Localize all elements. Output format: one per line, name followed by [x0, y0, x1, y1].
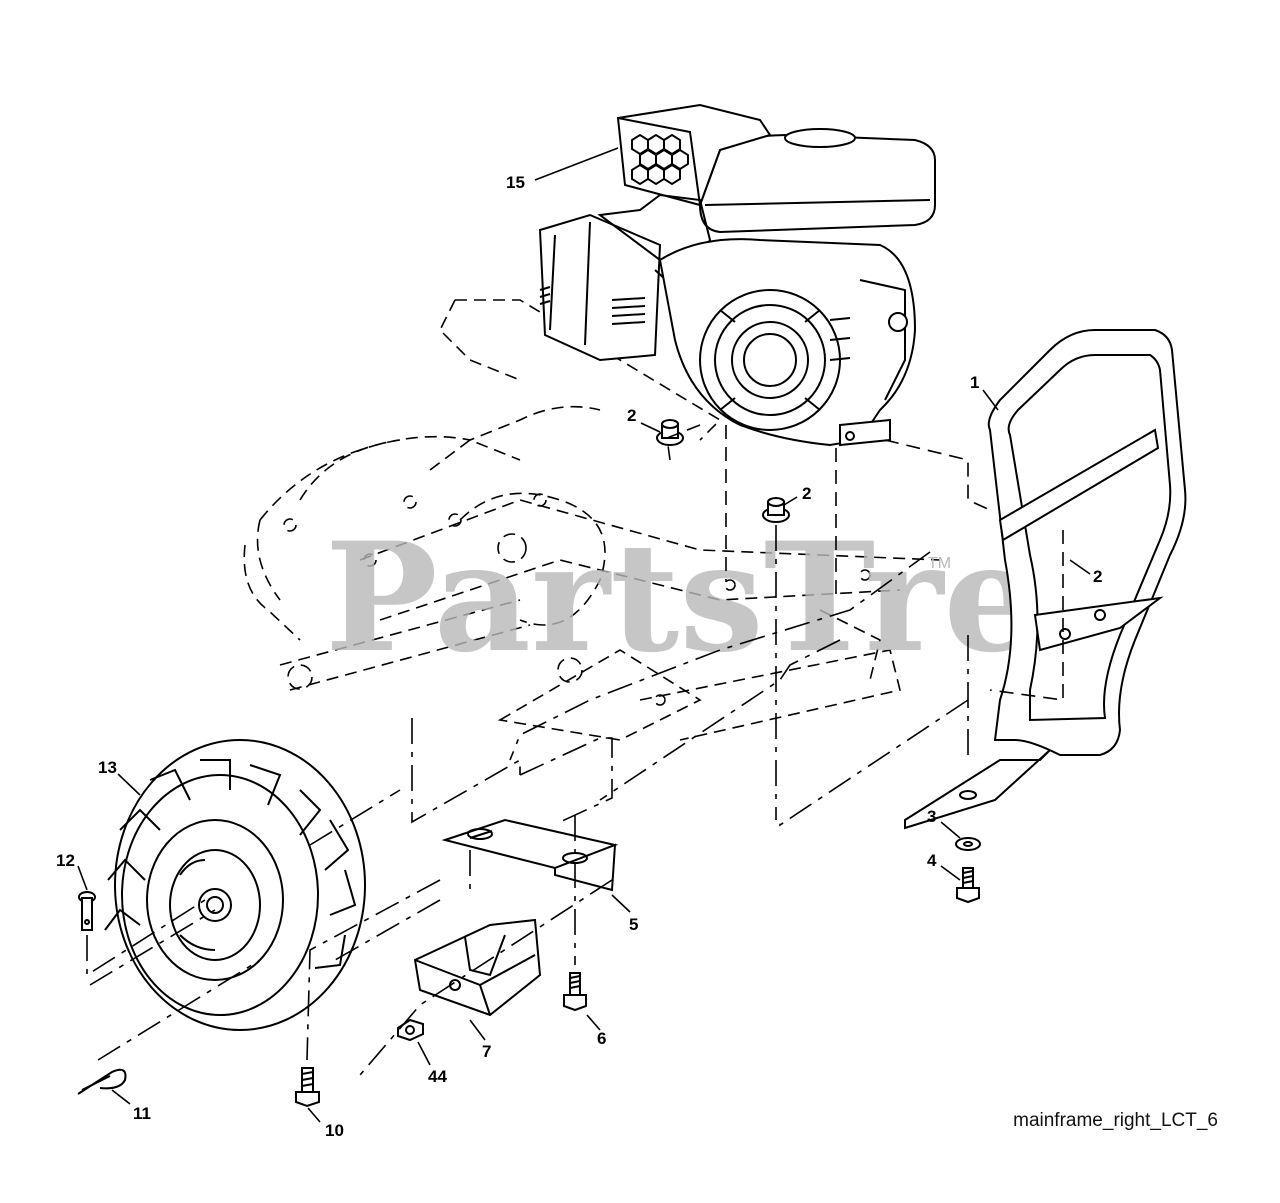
callout-44: 44: [428, 1067, 447, 1086]
callout-2-left: 2: [627, 406, 636, 425]
tiller-frame-ghost: [243, 299, 941, 741]
callout-13: 13: [98, 758, 117, 777]
watermark-tm: TM: [928, 555, 951, 572]
callout-5: 5: [629, 915, 638, 934]
center-lines: [86, 424, 1064, 1076]
callout-2-center: 2: [802, 484, 811, 503]
engine: [538, 103, 936, 447]
callout-3: 3: [927, 807, 936, 826]
callout-12: 12: [56, 851, 75, 870]
hex-bolt-bracket: [563, 972, 587, 1012]
hex-nut-weight: [397, 1018, 424, 1042]
callout-11: 11: [133, 1104, 151, 1123]
clevis-pin: [78, 891, 96, 931]
hex-bolt-right: [956, 867, 980, 904]
diagram-caption: mainframe_right_LCT_6: [1013, 1110, 1218, 1131]
callout-2-right: 2: [1093, 567, 1102, 586]
bumper-bracket: [904, 329, 1187, 830]
flange-nut-center: [762, 497, 790, 523]
flat-washer: [955, 837, 981, 851]
muffler-grille: [631, 133, 689, 186]
leader-lines: [77, 147, 1091, 1123]
callout-4: 4: [927, 851, 937, 870]
callout-1: 1: [970, 373, 979, 392]
callout-10: 10: [325, 1121, 344, 1140]
watermark-text: PartsTree: [325, 510, 1134, 686]
hex-bolt-weight: [295, 1067, 320, 1108]
callout-6: 6: [597, 1029, 606, 1048]
tire-and-wheel: [104, 739, 366, 1031]
callout-labels: 1 2 2 2 3 4 5 6 7 10 11 12 13 15 44: [56, 173, 1102, 1140]
callout-15: 15: [506, 173, 525, 192]
callout-7: 7: [482, 1042, 491, 1061]
mounting-bracket: [441, 818, 619, 892]
watermark: PartsTree TM: [325, 510, 1134, 686]
hairpin-clip: [77, 1068, 127, 1095]
